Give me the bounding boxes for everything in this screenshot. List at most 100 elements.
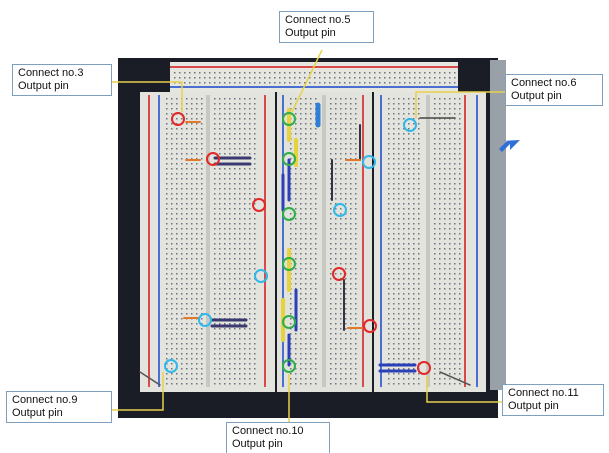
- breadboard-hole: [239, 373, 241, 375]
- breadboard-hole: [244, 103, 246, 105]
- breadboard-hole: [186, 298, 188, 300]
- breadboard-hole: [310, 158, 312, 160]
- breadboard-hole: [398, 243, 400, 245]
- breadboard-hole: [239, 383, 241, 385]
- breadboard-hole: [234, 273, 236, 275]
- breadboard-hole: [408, 163, 410, 165]
- breadboard-hole: [345, 148, 347, 150]
- breadboard-hole: [166, 173, 168, 175]
- breadboard-hole: [350, 258, 352, 260]
- breadboard-hole: [219, 138, 221, 140]
- breadboard-hole: [388, 348, 390, 350]
- breadboard-hole: [239, 353, 241, 355]
- breadboard-hole: [355, 113, 357, 115]
- breadboard-hole: [224, 343, 226, 345]
- breadboard-hole: [350, 353, 352, 355]
- breadboard-hole: [454, 253, 456, 255]
- breadboard-hole: [439, 298, 441, 300]
- breadboard-hole: [434, 343, 436, 345]
- breadboard-hole: [224, 228, 226, 230]
- breadboard-hole: [254, 238, 256, 240]
- breadboard-hole: [176, 348, 178, 350]
- breadboard-hole: [196, 118, 198, 120]
- breadboard-hole: [305, 228, 307, 230]
- breadboard-hole: [191, 368, 193, 370]
- breadboard-hole: [350, 198, 352, 200]
- breadboard-hole: [434, 298, 436, 300]
- breadboard-hole: [439, 223, 441, 225]
- breadboard-hole: [239, 72, 241, 74]
- breadboard-hole: [229, 213, 231, 215]
- breadboard-hole: [439, 72, 441, 74]
- breadboard-hole: [201, 113, 203, 115]
- breadboard-hole: [388, 373, 390, 375]
- breadboard-hole: [254, 168, 256, 170]
- breadboard-hole: [330, 198, 332, 200]
- breadboard-hole: [196, 358, 198, 360]
- breadboard-hole: [254, 263, 256, 265]
- breadboard-hole: [234, 268, 236, 270]
- breadboard-hole: [330, 328, 332, 330]
- breadboard-hole: [393, 348, 395, 350]
- breadboard-hole: [239, 253, 241, 255]
- breadboard-hole: [249, 148, 251, 150]
- breadboard-hole: [239, 323, 241, 325]
- breadboard-hole: [345, 113, 347, 115]
- breadboard-hole: [201, 343, 203, 345]
- breadboard-hole: [166, 253, 168, 255]
- breadboard-hole: [191, 333, 193, 335]
- breadboard-hole: [295, 203, 297, 205]
- breadboard-hole: [229, 168, 231, 170]
- breadboard-hole: [454, 258, 456, 260]
- breadboard-hole: [345, 138, 347, 140]
- breadboard-hole: [345, 283, 347, 285]
- breadboard-hole: [408, 368, 410, 370]
- breadboard-hole: [444, 77, 446, 79]
- breadboard-hole: [439, 333, 441, 335]
- breadboard-hole: [345, 128, 347, 130]
- breadboard-hole: [310, 188, 312, 190]
- breadboard-hole: [229, 313, 231, 315]
- breadboard-hole: [330, 283, 332, 285]
- breadboard-hole: [444, 98, 446, 100]
- breadboard-hole: [239, 263, 241, 265]
- breadboard-hole: [196, 333, 198, 335]
- breadboard-hole: [239, 188, 241, 190]
- breadboard-hole: [186, 233, 188, 235]
- breadboard-hole: [249, 368, 251, 370]
- breadboard-hole: [444, 168, 446, 170]
- breadboard-hole: [171, 283, 173, 285]
- breadboard-hole: [239, 138, 241, 140]
- breadboard-hole: [393, 338, 395, 340]
- breadboard-hole: [244, 308, 246, 310]
- breadboard-hole: [403, 253, 405, 255]
- breadboard-hole: [229, 243, 231, 245]
- breadboard-hole: [214, 228, 216, 230]
- breadboard-hole: [214, 363, 216, 365]
- breadboard-hole: [191, 148, 193, 150]
- breadboard-hole: [335, 238, 337, 240]
- breadboard-hole: [340, 133, 342, 135]
- breadboard-hole: [454, 373, 456, 375]
- breadboard-hole: [429, 82, 431, 84]
- breadboard-hole: [413, 288, 415, 290]
- breadboard-hole: [459, 248, 461, 250]
- breadboard-hole: [166, 313, 168, 315]
- breadboard-hole: [393, 138, 395, 140]
- breadboard-hole: [403, 218, 405, 220]
- breadboard-hole: [290, 223, 292, 225]
- breadboard-hole: [449, 303, 451, 305]
- breadboard-hole: [324, 82, 326, 84]
- breadboard-hole: [444, 308, 446, 310]
- breadboard-hole: [295, 353, 297, 355]
- breadboard-hole: [300, 258, 302, 260]
- breadboard-hole: [290, 148, 292, 150]
- breadboard-hole: [191, 223, 193, 225]
- breadboard-hole: [449, 108, 451, 110]
- breadboard-hole: [335, 318, 337, 320]
- breadboard-hole: [459, 203, 461, 205]
- breadboard-hole: [393, 288, 395, 290]
- breadboard-hole: [310, 138, 312, 140]
- breadboard-hole: [239, 153, 241, 155]
- breadboard-hole: [340, 373, 342, 375]
